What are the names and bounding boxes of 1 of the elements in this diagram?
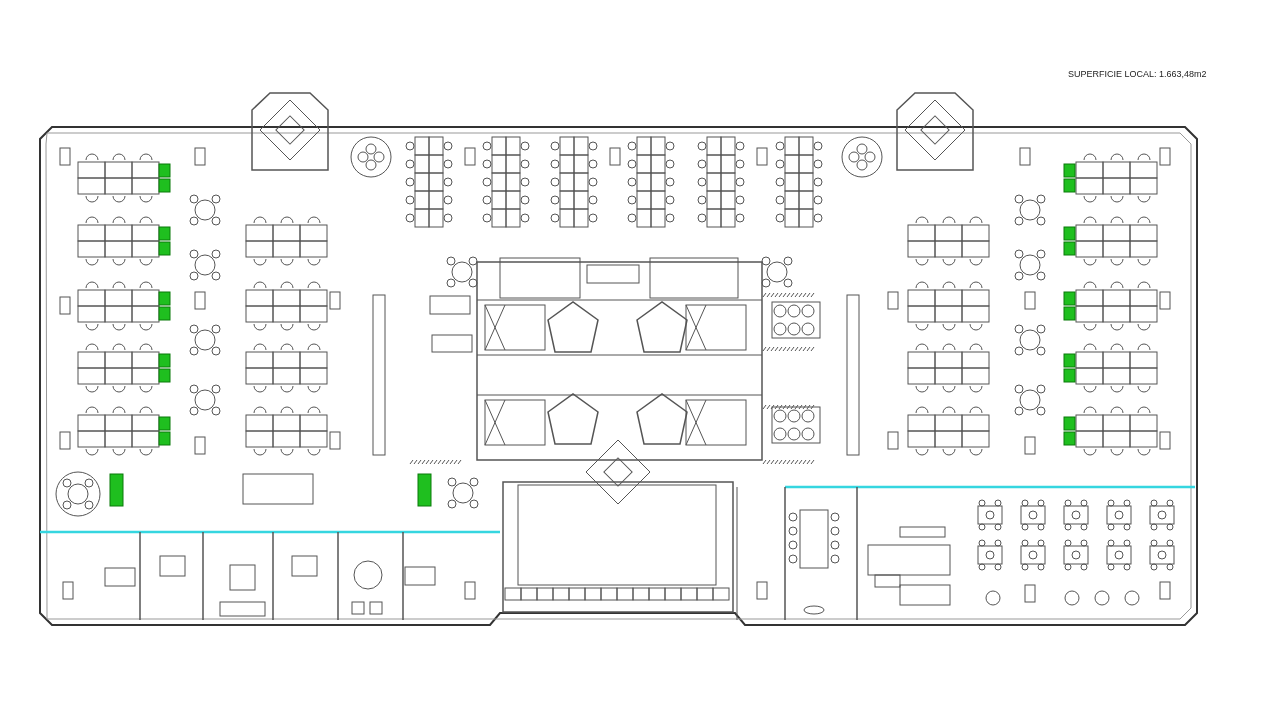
area-label: SUPERFICIE LOCAL: 1.663,48m2 [1068,69,1207,79]
